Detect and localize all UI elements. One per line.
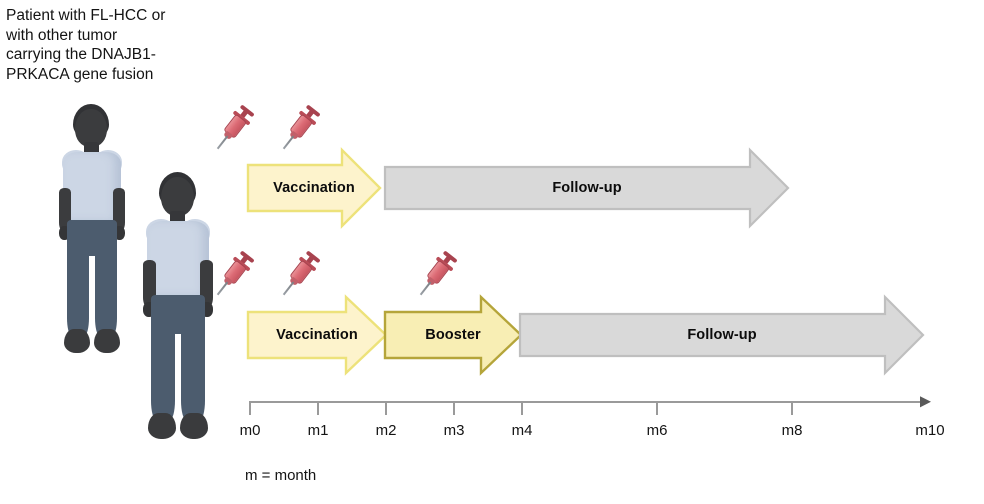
axis-tick [791,401,793,415]
axis-line [249,401,927,403]
patient-head [75,109,107,147]
patient-head [161,177,194,216]
patient-figure-1 [46,104,138,364]
patient-leg-gap [89,256,95,338]
patient-shoe-left [148,413,176,439]
followup-arrow-shape [518,294,925,376]
axis-tick-label: m10 [915,422,945,439]
page-title: Patient with FL-HCC or with other tumor … [6,7,166,83]
vaccination-arrow-shape [246,147,382,229]
axis-tick [521,401,523,415]
patient-figure-2 [132,172,224,450]
patient-leg-left [67,254,89,336]
patient-shoe-left [64,329,90,353]
patient-torso [147,221,209,299]
patient-leg-right [95,254,117,336]
booster-arrow-shape [383,294,523,376]
axis-tick-label: m0 [239,422,261,439]
axis-tick-label: m6 [646,422,668,439]
axis-tick-label: m4 [511,422,533,439]
axis-tick [249,401,251,415]
patient-hand-right [114,226,125,240]
followup-arrow-shape [383,147,790,229]
patient-torso [63,152,121,224]
axis-tick-label: m3 [443,422,465,439]
axis-tick [453,401,455,415]
axis-tick-label: m8 [781,422,803,439]
patient-hand-left [59,226,70,240]
axis-tick-label: m1 [307,422,329,439]
axis-arrowhead-icon [920,396,931,408]
patient-neck [170,211,185,223]
axis-tick [317,401,319,415]
patient-neck [84,142,99,154]
patient-leg-right [181,332,205,420]
axis-tick-label: m2 [375,422,397,439]
patient-shoe-right [180,413,208,439]
timeline-legend: m = month [245,467,317,484]
patient-shoe-right [94,329,120,353]
axis-tick [385,401,387,415]
patient-leg-gap [175,334,181,422]
patient-leg-left [151,332,175,420]
vaccination-arrow-shape [246,294,388,376]
axis-tick [656,401,658,415]
